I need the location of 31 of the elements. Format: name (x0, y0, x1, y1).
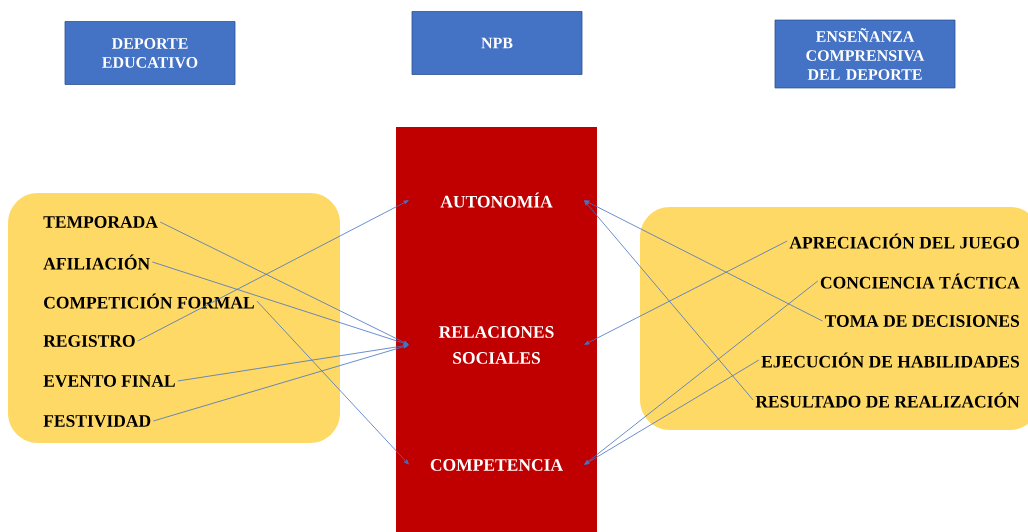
list-item: TOMA DE DECISIONES (824, 315, 1019, 327)
list-item: EJECUCIÓN DE HABILIDADES (761, 352, 1019, 368)
arrow (137, 200, 409, 342)
arrow (256, 300, 409, 465)
list-item: TEMPORADA (43, 216, 158, 228)
arrow (159, 221, 409, 345)
arrow (151, 261, 409, 346)
list-item: APRECIACIÓN DEL JUEGO (789, 233, 1019, 249)
concept-label: AUTONOMÍA (440, 192, 553, 208)
list-item: FESTIVIDAD (43, 415, 151, 427)
arrow (584, 200, 823, 322)
list-item: AFILIACIÓN (43, 254, 150, 270)
concept-label: RELACIONES SOCIALES (438, 326, 554, 364)
arrow (584, 359, 760, 465)
concept-label: COMPETENCIA (430, 459, 563, 471)
list-item: RESULTADO DE REALIZACIÓN (755, 392, 1020, 408)
header-box: NPB (411, 11, 583, 75)
arrow (584, 280, 819, 465)
list-item: CONCIENCIA TÁCTICA (820, 273, 1020, 289)
list-item: REGISTRO (43, 335, 135, 347)
arrow (152, 344, 409, 422)
rounded-panel (640, 207, 1028, 430)
header-box: ENSEÑANZA COMPRENSIVA DEL DEPORTE (774, 19, 956, 89)
header-box: DEPORTE EDUCATIVO (64, 21, 236, 85)
list-item: EVENTO FINAL (43, 375, 175, 387)
vertical-bar (396, 127, 597, 532)
arrow (584, 240, 788, 345)
list-item: COMPETICIÓN FORMAL (44, 293, 254, 309)
arrow (177, 343, 409, 382)
rounded-panel (8, 193, 340, 443)
arrow (584, 200, 754, 401)
